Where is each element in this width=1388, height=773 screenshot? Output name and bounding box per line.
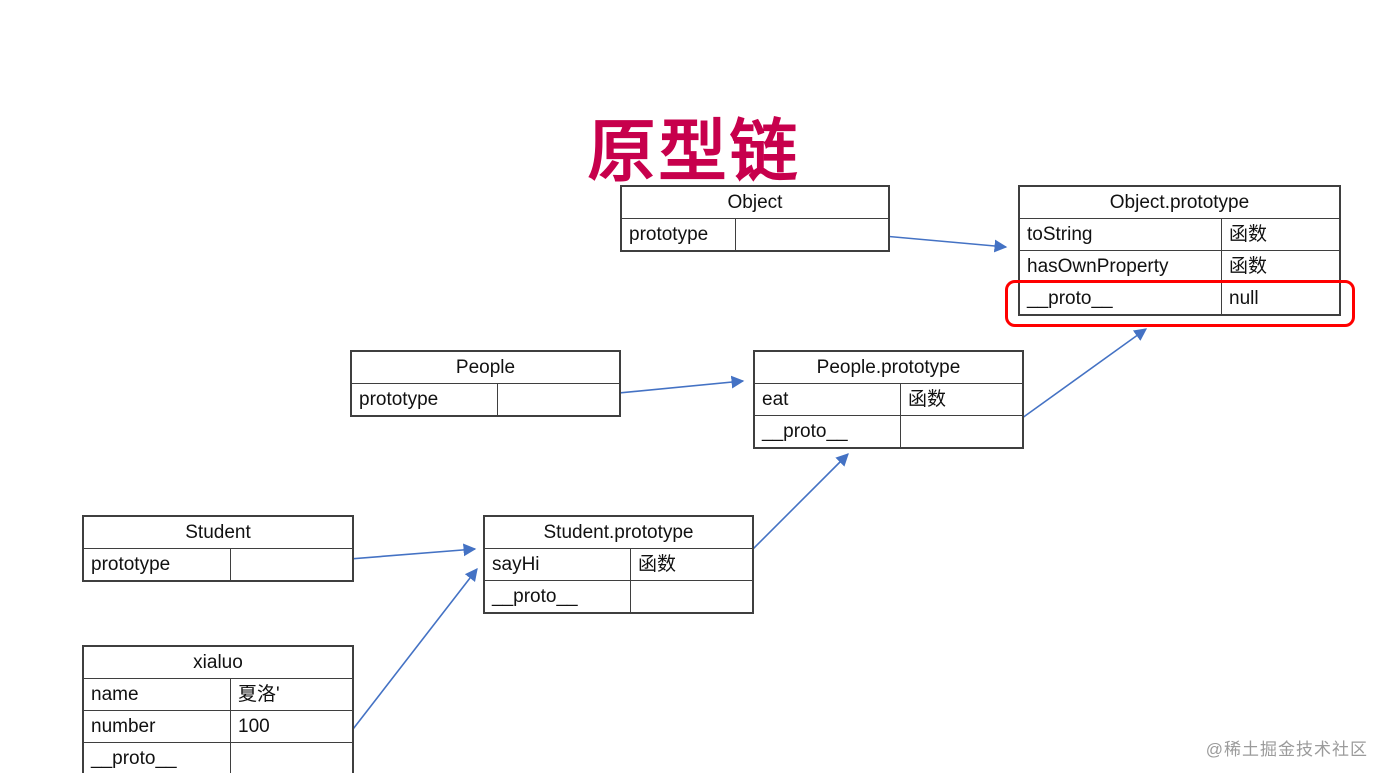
cell-value — [231, 549, 352, 580]
cell-value: 函数 — [1229, 224, 1268, 245]
table-row: sayHi 函数 — [485, 549, 752, 581]
cell-value: 函数 — [1229, 256, 1268, 277]
cell-key: __proto__ — [1020, 283, 1222, 314]
table-title: Object.prototype — [1020, 187, 1339, 219]
table-row: eat 函数 — [755, 384, 1022, 416]
table-row: __proto__ — [755, 416, 1022, 447]
cell-key: __proto__ — [84, 743, 231, 773]
table-row: prototype — [622, 219, 888, 250]
page-title: 原型链 — [587, 113, 801, 190]
table-title: Student.prototype — [485, 517, 752, 549]
table-row: __proto__ — [84, 743, 352, 773]
cell-key: hasOwnProperty — [1020, 251, 1222, 282]
cell-key: __proto__ — [755, 416, 901, 447]
cell-value — [901, 416, 1022, 447]
cell-key: __proto__ — [485, 581, 631, 612]
cell-value — [736, 219, 888, 250]
table-row: prototype — [84, 549, 352, 580]
table-row: prototype — [352, 384, 619, 415]
cell-value — [631, 581, 752, 612]
table-title: Object — [622, 187, 888, 219]
cell-key: prototype — [622, 219, 736, 250]
cell-key: prototype — [84, 549, 231, 580]
table-object: Object prototype — [620, 185, 890, 252]
table-row: __proto__ — [485, 581, 752, 612]
table-student-prototype: Student.prototype sayHi 函数 __proto__ — [483, 515, 754, 614]
cell-key: eat — [755, 384, 901, 415]
table-row: number 100 — [84, 711, 352, 743]
cell-value: 100 — [238, 716, 270, 737]
cell-value: 夏洛' — [238, 684, 280, 705]
table-xialuo: xialuo name 夏洛' number 100 __proto__ — [82, 645, 354, 773]
table-title: xialuo — [84, 647, 352, 679]
watermark: @稀土掘金技术社区 — [1205, 740, 1368, 759]
table-row: toString 函数 — [1020, 219, 1339, 251]
cell-key: number — [84, 711, 231, 742]
table-row: hasOwnProperty 函数 — [1020, 251, 1339, 283]
cell-key: name — [84, 679, 231, 710]
cell-value: 函数 — [638, 554, 677, 575]
table-row: name 夏洛' — [84, 679, 352, 711]
table-people: People prototype — [350, 350, 621, 417]
cell-key: sayHi — [485, 549, 631, 580]
cell-value — [498, 384, 619, 415]
table-title: Student — [84, 517, 352, 549]
cell-value — [231, 743, 352, 773]
cell-key: toString — [1020, 219, 1222, 250]
table-title: People.prototype — [755, 352, 1022, 384]
table-student: Student prototype — [82, 515, 354, 582]
table-row: __proto__ null — [1020, 283, 1339, 314]
cell-value: null — [1229, 288, 1259, 309]
cell-key: prototype — [352, 384, 498, 415]
table-title: People — [352, 352, 619, 384]
table-people-prototype: People.prototype eat 函数 __proto__ — [753, 350, 1024, 449]
cell-value: 函数 — [908, 389, 947, 410]
table-object-prototype: Object.prototype toString 函数 hasOwnPrope… — [1018, 185, 1341, 316]
